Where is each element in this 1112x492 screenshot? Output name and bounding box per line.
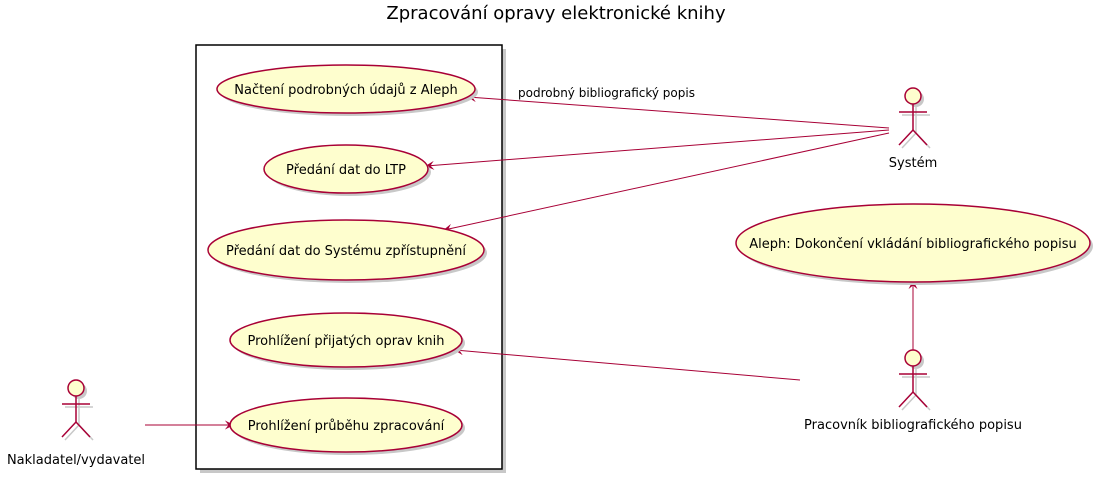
actor-stick-figure-icon — [61, 379, 94, 441]
actor-label: Systém — [889, 156, 937, 171]
edges: podrobný bibliografický popis — [145, 86, 918, 430]
use-case-label: Předání dat do LTP — [286, 163, 406, 178]
actor-stick-figure-icon — [898, 349, 931, 411]
use-case-label: Prohlížení přijatých oprav knih — [248, 334, 445, 349]
use-case-access-system-transfer: Předání dat do Systému zpřístupnění — [207, 219, 487, 283]
actor-system: Systém — [889, 87, 937, 171]
use-case-received-corrections: Prohlížení přijatých oprav knih — [229, 312, 465, 370]
use-case-aleph-load: Načtení podrobných údajů z Aleph — [216, 64, 478, 116]
use-case-label: Prohlížení průběhu zpracování — [248, 419, 445, 434]
edge-label-detailed-description: podrobný bibliografický popis — [518, 86, 695, 100]
actor-publisher: Nakladatel/vydavatel — [7, 379, 145, 468]
actor-label: Pracovník bibliografického popisu — [804, 418, 1022, 433]
use-case-aleph-finish: Aleph: Dokončení vkládání bibliografické… — [735, 203, 1093, 285]
use-case-label: Aleph: Dokončení vkládání bibliografické… — [749, 237, 1077, 252]
actor-label: Nakladatel/vydavatel — [7, 453, 145, 468]
use-case-ltp-transfer: Předání dat do LTP — [263, 144, 431, 196]
edge-cataloguer-to-received-corrections — [454, 346, 801, 381]
actor-cataloguer: Pracovník bibliografického popisu — [804, 349, 1022, 433]
use-case-processing-progress: Prohlížení průběhu zpracování — [229, 397, 465, 455]
use-case-label: Předání dat do Systému zpřístupnění — [226, 244, 466, 259]
edge-system-to-ltp — [425, 129, 890, 170]
edge-system-to-access-system — [443, 132, 890, 233]
use-case-label: Načtení podrobných údajů z Aleph — [234, 83, 457, 98]
diagram-title: Zpracování opravy elektronické knihy — [386, 3, 726, 24]
actor-stick-figure-icon — [898, 87, 931, 149]
edge-system-to-aleph-load — [467, 93, 890, 129]
